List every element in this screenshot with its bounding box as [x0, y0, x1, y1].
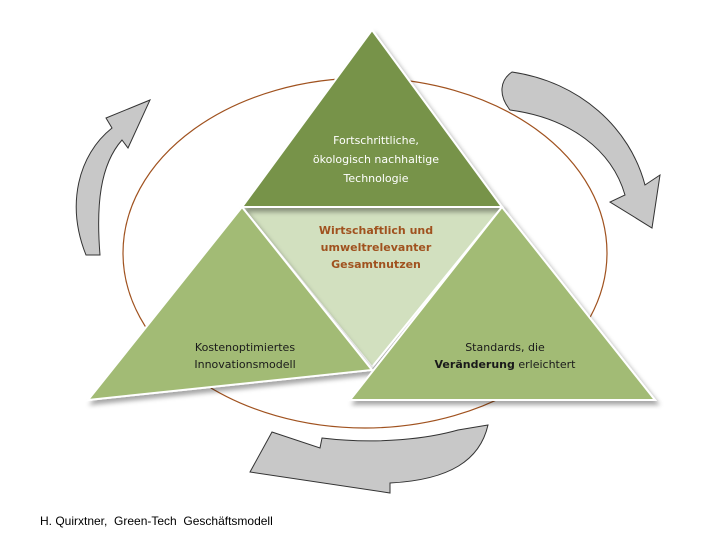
curved-arrow-bottom-icon — [249, 424, 489, 494]
left-triangle — [85, 205, 374, 402]
right-triangle-label: Standards, die Veränderung erleichtert — [420, 339, 590, 373]
right-label-bold-word: Veränderung — [434, 358, 515, 371]
left-label-line-2: Innovationsmodell — [194, 358, 296, 371]
green-tech-triangle-diagram — [75, 28, 661, 494]
left-triangle-label: Kostenoptimiertes Innovationsmodell — [170, 339, 320, 373]
curved-arrow-right-icon — [501, 71, 661, 229]
left-label-line-1: Kostenoptimiertes — [194, 341, 296, 354]
top-triangle-label: Fortschrittliche, ökologisch nachhaltige… — [292, 131, 460, 188]
top-label-line-1: Fortschrittliche, — [333, 134, 419, 147]
center-label-line-2: umweltrelevanter — [320, 241, 432, 254]
right-label-line-1: Standards, die — [465, 341, 545, 354]
center-label-line-3: Gesamtnutzen — [331, 258, 421, 271]
caption: H. Quirxtner, Green-Tech Geschäftsmodell — [40, 514, 273, 528]
top-label-line-3: Technologie — [343, 172, 409, 185]
right-triangle — [347, 205, 658, 401]
center-label-line-1: Wirtschaftlich und — [318, 224, 434, 237]
curved-arrow-left-icon — [75, 99, 151, 256]
right-label-line-2: Veränderung erleichtert — [420, 356, 590, 373]
top-label-line-2: ökologisch nachhaltige — [312, 153, 440, 166]
top-triangle — [240, 28, 504, 208]
right-label-rest: erleichtert — [514, 358, 576, 371]
center-triangle-label: Wirtschaftlich und umweltrelevanter Gesa… — [306, 222, 446, 273]
